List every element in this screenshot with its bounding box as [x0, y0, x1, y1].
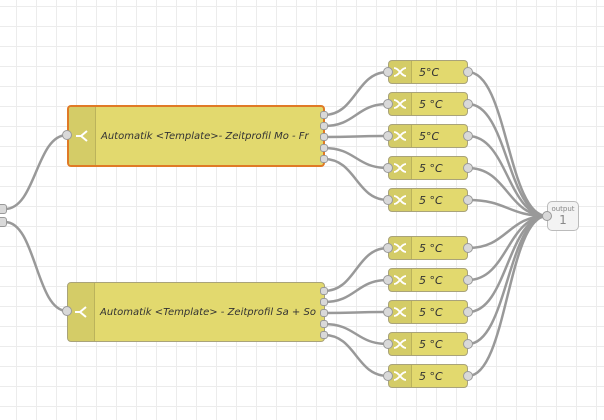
switch-output-port[interactable] [463, 99, 473, 109]
switch-output-port[interactable] [463, 163, 473, 173]
switch-node-label: 5 °C [419, 273, 443, 287]
input-node-port[interactable] [0, 217, 7, 227]
subflow-output-port[interactable] [320, 133, 328, 141]
switch-node-label: 5°C [419, 129, 440, 143]
switch-input-port[interactable] [383, 131, 393, 141]
wire [323, 70, 389, 117]
shuffle-icon [389, 365, 412, 387]
switch-input-port[interactable] [383, 163, 393, 173]
wire [467, 102, 548, 218]
switch-input-port[interactable] [383, 307, 393, 317]
subflow-output-port[interactable] [320, 309, 328, 317]
switch-input-port[interactable] [383, 275, 393, 285]
shuffle-icon [389, 125, 412, 147]
switch-input-port[interactable] [383, 99, 393, 109]
subflow-output-port[interactable] [320, 111, 328, 119]
wire [467, 134, 548, 218]
subflow-input-port[interactable] [62, 306, 72, 316]
subflow-node-label: Automatik <Template> - Zeitprofil Sa + S… [100, 306, 316, 318]
switch-node-label: 5 °C [419, 161, 443, 175]
output-node-input-port[interactable] [542, 211, 552, 221]
subflow-output-port[interactable] [320, 155, 328, 163]
switch-output-port[interactable] [463, 307, 473, 317]
wire [323, 102, 389, 128]
subflow-output-port[interactable] [320, 287, 328, 295]
shuffle-icon [389, 61, 412, 83]
wire [467, 198, 548, 218]
switch-node[interactable]: 5 °C [388, 300, 468, 324]
switch-node-label: 5 °C [419, 305, 443, 319]
wire [323, 310, 389, 315]
switch-node-label: 5 °C [419, 193, 443, 207]
switch-output-port[interactable] [463, 371, 473, 381]
shuffle-icon [389, 93, 412, 115]
subflow-output-port[interactable] [320, 122, 328, 130]
switch-input-port[interactable] [383, 243, 393, 253]
wire [323, 333, 389, 378]
switch-output-port[interactable] [463, 275, 473, 285]
wire [467, 70, 548, 218]
subflow-output-port[interactable] [320, 320, 328, 328]
wire [323, 146, 389, 170]
subflow-output-port[interactable] [320, 331, 328, 339]
wire [323, 157, 389, 202]
switch-node[interactable]: 5°C [388, 124, 468, 148]
switch-node[interactable]: 5 °C [388, 156, 468, 180]
switch-node-label: 5 °C [419, 241, 443, 255]
switch-node-label: 5 °C [419, 337, 443, 351]
switch-input-port[interactable] [383, 67, 393, 77]
switch-output-port[interactable] [463, 243, 473, 253]
subflow-node-label: Automatik <Template>- Zeitprofil Mo - Fr [101, 130, 309, 142]
switch-node[interactable]: 5 °C [388, 92, 468, 116]
wire [323, 322, 389, 346]
output-node[interactable]: output 1 [547, 201, 579, 231]
wire [467, 214, 548, 378]
switch-input-port[interactable] [383, 339, 393, 349]
switch-output-port[interactable] [463, 195, 473, 205]
wire [4, 133, 68, 211]
switch-node-label: 5 °C [419, 369, 443, 383]
split-icon [68, 283, 95, 341]
subflow-input-port[interactable] [62, 130, 72, 140]
shuffle-icon [389, 269, 412, 291]
switch-output-port[interactable] [463, 131, 473, 141]
switch-input-port[interactable] [383, 371, 393, 381]
switch-node-label: 5°C [419, 65, 440, 79]
subflow-output-port[interactable] [320, 298, 328, 306]
subflow-node-weekend[interactable]: Automatik <Template> - Zeitprofil Sa + S… [67, 282, 325, 342]
shuffle-icon [389, 333, 412, 355]
shuffle-icon [389, 237, 412, 259]
output-node-label: output [551, 205, 575, 213]
shuffle-icon [389, 189, 412, 211]
subflow-node-weekday[interactable]: Automatik <Template>- Zeitprofil Mo - Fr [67, 105, 325, 167]
wire [467, 214, 548, 346]
switch-node[interactable]: 5 °C [388, 332, 468, 356]
subflow-output-port[interactable] [320, 144, 328, 152]
wire [323, 246, 389, 293]
wire [323, 134, 389, 139]
wire [467, 166, 548, 218]
wire [323, 278, 389, 304]
switch-node[interactable]: 5°C [388, 60, 468, 84]
switch-node[interactable]: 5 °C [388, 236, 468, 260]
switch-output-port[interactable] [463, 67, 473, 77]
switch-input-port[interactable] [383, 195, 393, 205]
output-node-number: 1 [559, 213, 567, 227]
split-icon [69, 107, 96, 165]
switch-output-port[interactable] [463, 339, 473, 349]
switch-node[interactable]: 5 °C [388, 364, 468, 388]
switch-node[interactable]: 5 °C [388, 188, 468, 212]
shuffle-icon [389, 157, 412, 179]
input-node-port[interactable] [0, 204, 7, 214]
switch-node[interactable]: 5 °C [388, 268, 468, 292]
switch-node-label: 5 °C [419, 97, 443, 111]
shuffle-icon [389, 301, 412, 323]
wire [4, 220, 68, 313]
